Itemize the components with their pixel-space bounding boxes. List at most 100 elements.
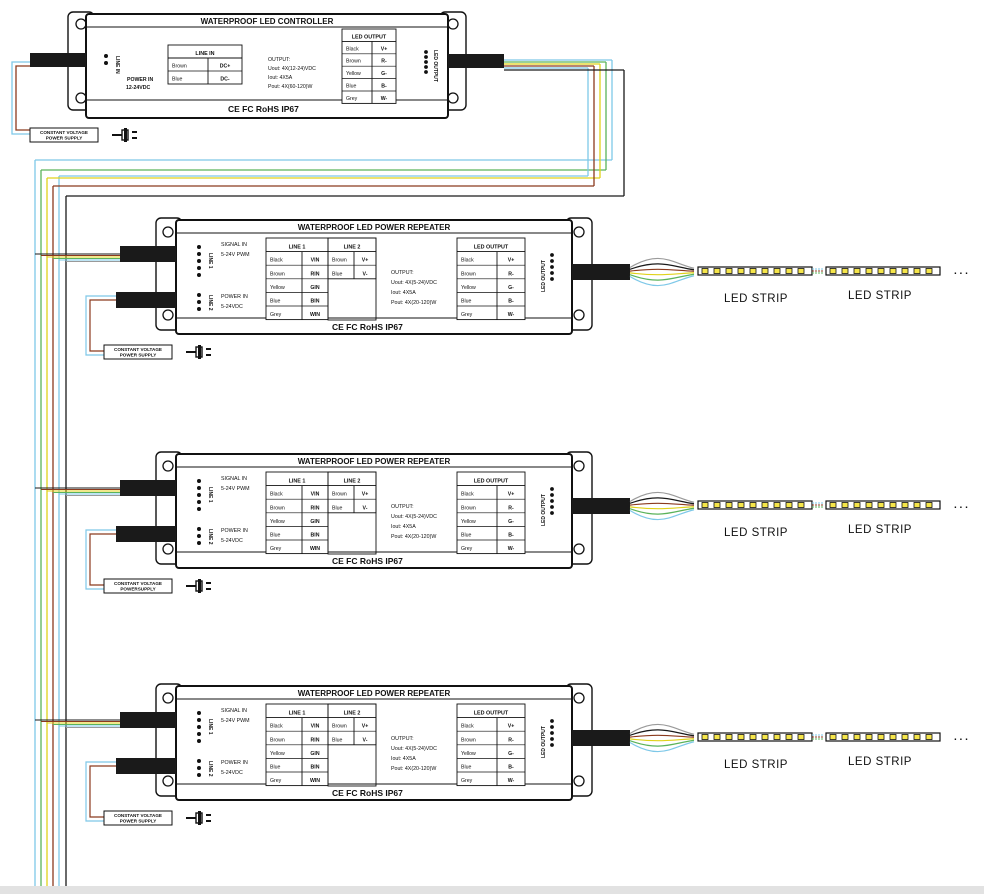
wire-color-cell: Brown: [332, 492, 347, 498]
terminal-cell: BIN: [311, 299, 320, 305]
power-input-cable: [116, 758, 176, 774]
wire-color-cell: Brown: [346, 59, 361, 65]
psu-wire: [15, 65, 40, 131]
line2-table-header: LINE 2: [344, 479, 361, 485]
wire-color-cell: Blue: [461, 765, 471, 771]
terminal-cell: WIN: [310, 546, 320, 552]
psu-wire: [85, 295, 120, 356]
signal-in-label: SIGNAL IN: [221, 708, 247, 714]
signal-input-cable: [120, 480, 176, 496]
power-in-voltage: 12-24VDC: [126, 85, 150, 91]
led-output-side-label: LED OUTPUT: [432, 50, 438, 82]
terminal-cell: RIN: [311, 271, 320, 277]
led-chip: [889, 268, 897, 274]
terminal-cell: DC+: [220, 64, 231, 70]
terminal-cell: V+: [362, 258, 369, 264]
output-power: Pout: 4X(20-120)W: [391, 766, 436, 772]
led-chip: [761, 268, 769, 274]
repeater-units: WATERPROOF LED POWER REPEATER LINE 1 LINE …: [35, 217, 968, 826]
terminal-cell: R-: [508, 737, 514, 743]
connector-pin: [550, 505, 554, 509]
wire-color-cell: Blue: [270, 299, 280, 305]
wire-color-cell: Yellow: [270, 519, 285, 525]
continuation-ellipsis: . . .: [954, 732, 968, 743]
output-wire: [629, 507, 695, 515]
bottom-bar: [0, 886, 984, 894]
psu-wire: [85, 529, 120, 590]
connector-pin: [197, 479, 201, 483]
output-wire: [629, 268, 695, 272]
connector-pin: [197, 307, 201, 311]
led-output-table-header: LED OUTPUT: [474, 711, 509, 717]
power-in-voltage: 5-24VDC: [221, 538, 243, 544]
output-voltage: Uout: 4X(5-24)VDC: [391, 746, 437, 752]
wire-color-cell: Brown: [270, 505, 285, 511]
terminal-cell: R-: [508, 505, 514, 511]
connector-pin: [424, 65, 428, 69]
mounting-hole: [447, 92, 459, 104]
led-chip: [829, 502, 837, 508]
wire-color-cell: Grey: [270, 778, 282, 784]
led-chip: [749, 502, 757, 508]
terminal-cell: V-: [363, 737, 368, 743]
wire-color-cell: Grey: [346, 96, 358, 102]
led-chip: [797, 502, 805, 508]
controller-title: WATERPROOF LED CONTROLLER: [201, 17, 334, 26]
connector-pin: [197, 252, 201, 256]
wire-color-cell: Grey: [270, 546, 282, 552]
power-in-label: POWER IN: [221, 294, 248, 300]
output-current: Iout: 4X5A: [391, 524, 416, 530]
mounting-hole: [573, 692, 585, 704]
certifications: CE FC RoHS IP67: [332, 322, 403, 332]
wire-color-cell: Yellow: [270, 751, 285, 757]
terminal-cell: V+: [508, 258, 515, 264]
wire-color-cell: Grey: [461, 778, 473, 784]
led-strip: [825, 500, 941, 510]
led-strip-label: LED STRIP: [724, 759, 788, 771]
connector-pin: [424, 70, 428, 74]
line1-side-label: LINE 1: [207, 487, 213, 503]
led-chip: [797, 734, 805, 740]
led-chip: [841, 734, 849, 740]
terminal-cell: R-: [508, 271, 514, 277]
output-wire: [629, 272, 695, 276]
connector-pin: [550, 731, 554, 735]
terminal-cell: GIN: [310, 519, 319, 525]
wire-color-cell: Black: [270, 492, 283, 498]
output-voltage: Uout: 4X(5-24)VDC: [391, 514, 437, 520]
connector-pin: [197, 266, 201, 270]
led-chip: [761, 502, 769, 508]
wire-color-cell: Brown: [461, 505, 476, 511]
led-strip-label: LED STRIP: [848, 524, 912, 536]
line1-table-header: LINE 1: [289, 245, 306, 251]
mounting-hole: [573, 226, 585, 238]
connector-pin: [550, 253, 554, 257]
mounting-hole: [162, 309, 174, 321]
terminal-cell: W-: [508, 546, 515, 552]
mounting-hole: [162, 543, 174, 555]
terminal-cell: G-: [508, 751, 514, 757]
line1-side-label: LINE 1: [207, 253, 213, 269]
certifications: CE FC RoHS IP67: [332, 788, 403, 798]
wire-color-cell: Brown: [461, 737, 476, 743]
wire-color-cell: Black: [461, 492, 474, 498]
wire-color-cell: Black: [461, 724, 474, 730]
repeater-title: WATERPROOF LED POWER REPEATER: [298, 223, 451, 232]
output-title: OUTPUT:: [391, 270, 414, 276]
connector-pin: [197, 493, 201, 497]
led-chip: [913, 734, 921, 740]
output-wire: [629, 497, 695, 505]
bus-wires: [11, 59, 625, 886]
connector-pin: [550, 265, 554, 269]
led-chip: [829, 734, 837, 740]
connector-pin: [550, 499, 554, 503]
led-output-table-header: LED OUTPUT: [474, 479, 509, 485]
wire-color-cell: Blue: [270, 765, 280, 771]
power-in-voltage: 5-24VDC: [221, 770, 243, 776]
output-wire: [629, 275, 695, 287]
psu-label-line2: POWER SUPPLY: [46, 136, 83, 141]
